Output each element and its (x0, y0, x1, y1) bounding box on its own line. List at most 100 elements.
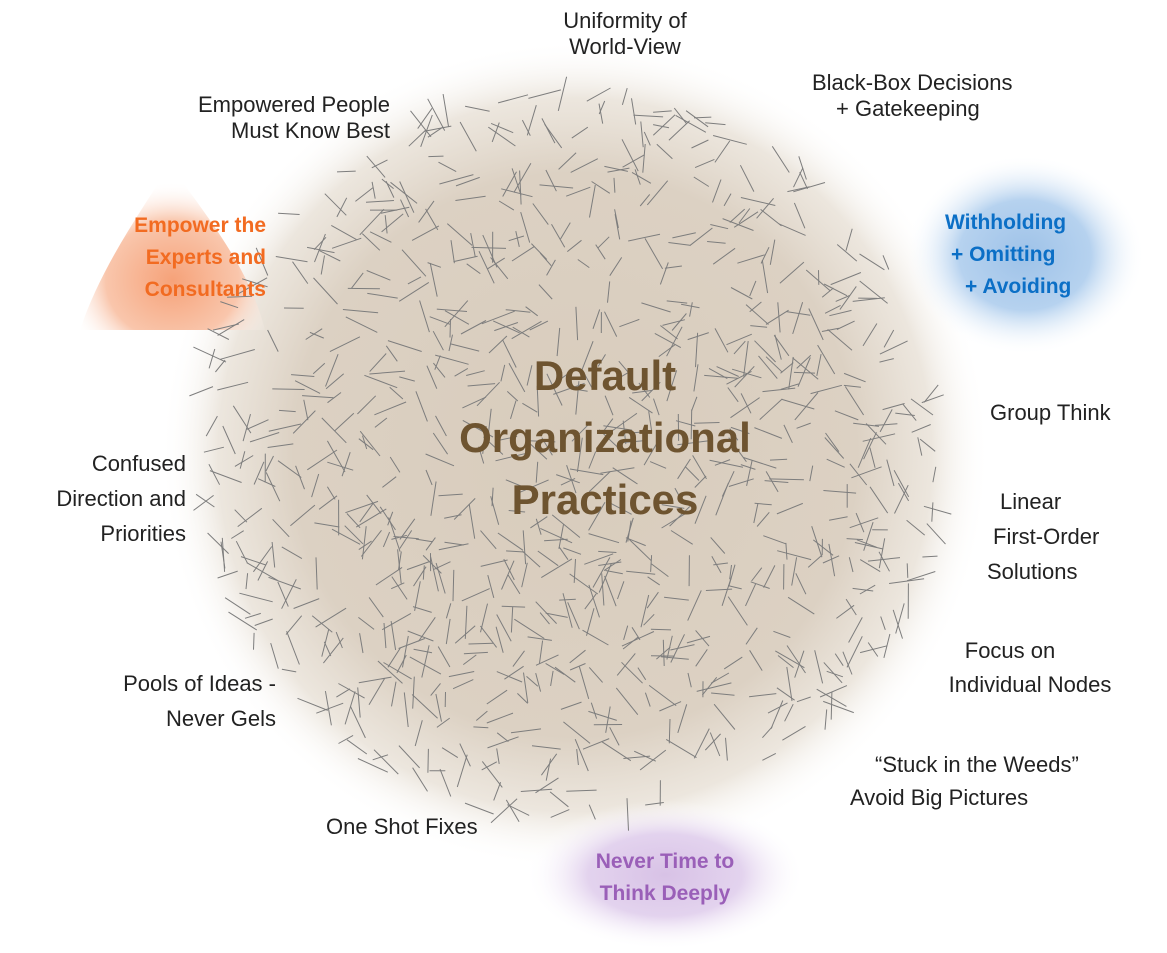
scattered-strokes (189, 76, 952, 831)
stroke-mark (857, 437, 872, 468)
stroke-mark (507, 804, 530, 816)
stroke-mark (487, 574, 495, 599)
stroke-mark (830, 272, 862, 286)
stroke-mark (371, 159, 388, 169)
stroke-mark (882, 403, 905, 411)
stroke-mark (462, 419, 494, 438)
stroke-mark (691, 396, 698, 411)
stroke-mark (539, 612, 550, 625)
stroke-mark (435, 415, 447, 437)
stroke-mark (762, 752, 777, 761)
stroke-mark (845, 598, 857, 616)
stroke-mark (553, 382, 585, 395)
stroke-mark (702, 676, 718, 696)
stroke-mark (490, 496, 500, 525)
stroke-mark (821, 327, 839, 332)
stroke-mark (783, 424, 793, 444)
stroke-mark (325, 354, 339, 387)
stroke-mark (545, 662, 565, 675)
stroke-mark (436, 308, 468, 312)
stroke-mark (510, 606, 514, 633)
stroke-mark (677, 440, 710, 446)
stroke-mark (911, 424, 931, 433)
stroke-mark (464, 802, 494, 815)
stroke-mark (786, 666, 793, 702)
stroke-mark (643, 613, 655, 626)
stroke-mark (359, 430, 381, 457)
stroke-mark (496, 671, 523, 683)
stroke-mark (464, 605, 468, 639)
stroke-mark (535, 518, 542, 535)
stroke-mark (381, 213, 404, 233)
stroke-mark (640, 121, 644, 148)
stroke-mark (745, 583, 757, 607)
stroke-mark (598, 563, 612, 593)
stroke-mark (325, 373, 345, 390)
stroke-mark (641, 302, 671, 313)
stroke-mark (569, 468, 604, 476)
stroke-mark (808, 308, 824, 341)
stroke-mark (906, 571, 936, 582)
stroke-mark (383, 622, 387, 649)
stroke-mark (584, 593, 597, 610)
stroke-mark (695, 649, 708, 667)
stroke-mark (738, 208, 751, 224)
stroke-mark (480, 530, 497, 550)
stroke-mark (369, 231, 392, 243)
stroke-mark (505, 309, 531, 313)
stroke-mark (714, 459, 731, 466)
stroke-mark (788, 356, 794, 390)
stroke-mark (456, 754, 468, 788)
stroke-mark (669, 506, 691, 527)
stroke-mark (796, 696, 811, 703)
stroke-mark (588, 710, 617, 721)
stroke-mark (294, 380, 321, 394)
stroke-mark (859, 645, 888, 654)
stroke-mark (427, 748, 429, 773)
stroke-mark (399, 181, 415, 213)
stroke-mark (577, 259, 590, 269)
stroke-mark (539, 252, 552, 267)
stroke-mark (512, 326, 530, 338)
stroke-mark (728, 478, 754, 487)
stroke-mark (488, 335, 508, 354)
stroke-mark (623, 625, 629, 641)
stroke-mark (689, 227, 713, 247)
stroke-mark (460, 320, 487, 335)
stroke-mark (558, 524, 564, 549)
stroke-mark (487, 408, 492, 438)
stroke-mark (358, 617, 375, 630)
stroke-mark (740, 197, 776, 206)
stroke-mark (550, 809, 570, 818)
stroke-mark (560, 477, 576, 486)
stroke-mark (756, 511, 770, 527)
stroke-mark (435, 354, 469, 365)
stroke-mark (384, 215, 388, 234)
stroke-mark (620, 440, 645, 444)
stroke-mark (425, 453, 455, 467)
stroke-mark (668, 718, 671, 744)
stroke-mark (893, 470, 910, 498)
stroke-mark (305, 328, 323, 340)
stroke-mark (277, 581, 289, 607)
stroke-mark (774, 334, 782, 360)
stroke-mark (498, 200, 515, 211)
stroke-mark (603, 418, 614, 432)
stroke-mark (705, 122, 726, 126)
stroke-mark (480, 625, 497, 648)
stroke-mark (430, 556, 439, 592)
stroke-mark (535, 461, 539, 483)
stroke-mark (586, 608, 595, 636)
stroke-mark (812, 539, 834, 556)
stroke-mark (221, 537, 226, 572)
stroke-mark (734, 365, 755, 388)
stroke-mark (452, 679, 474, 690)
stroke-mark (425, 469, 433, 486)
stroke-mark (271, 541, 276, 568)
stroke-mark (756, 197, 774, 219)
stroke-mark (725, 737, 728, 761)
stroke-mark (510, 400, 517, 420)
stroke-mark (715, 482, 729, 516)
stroke-mark (922, 555, 938, 558)
